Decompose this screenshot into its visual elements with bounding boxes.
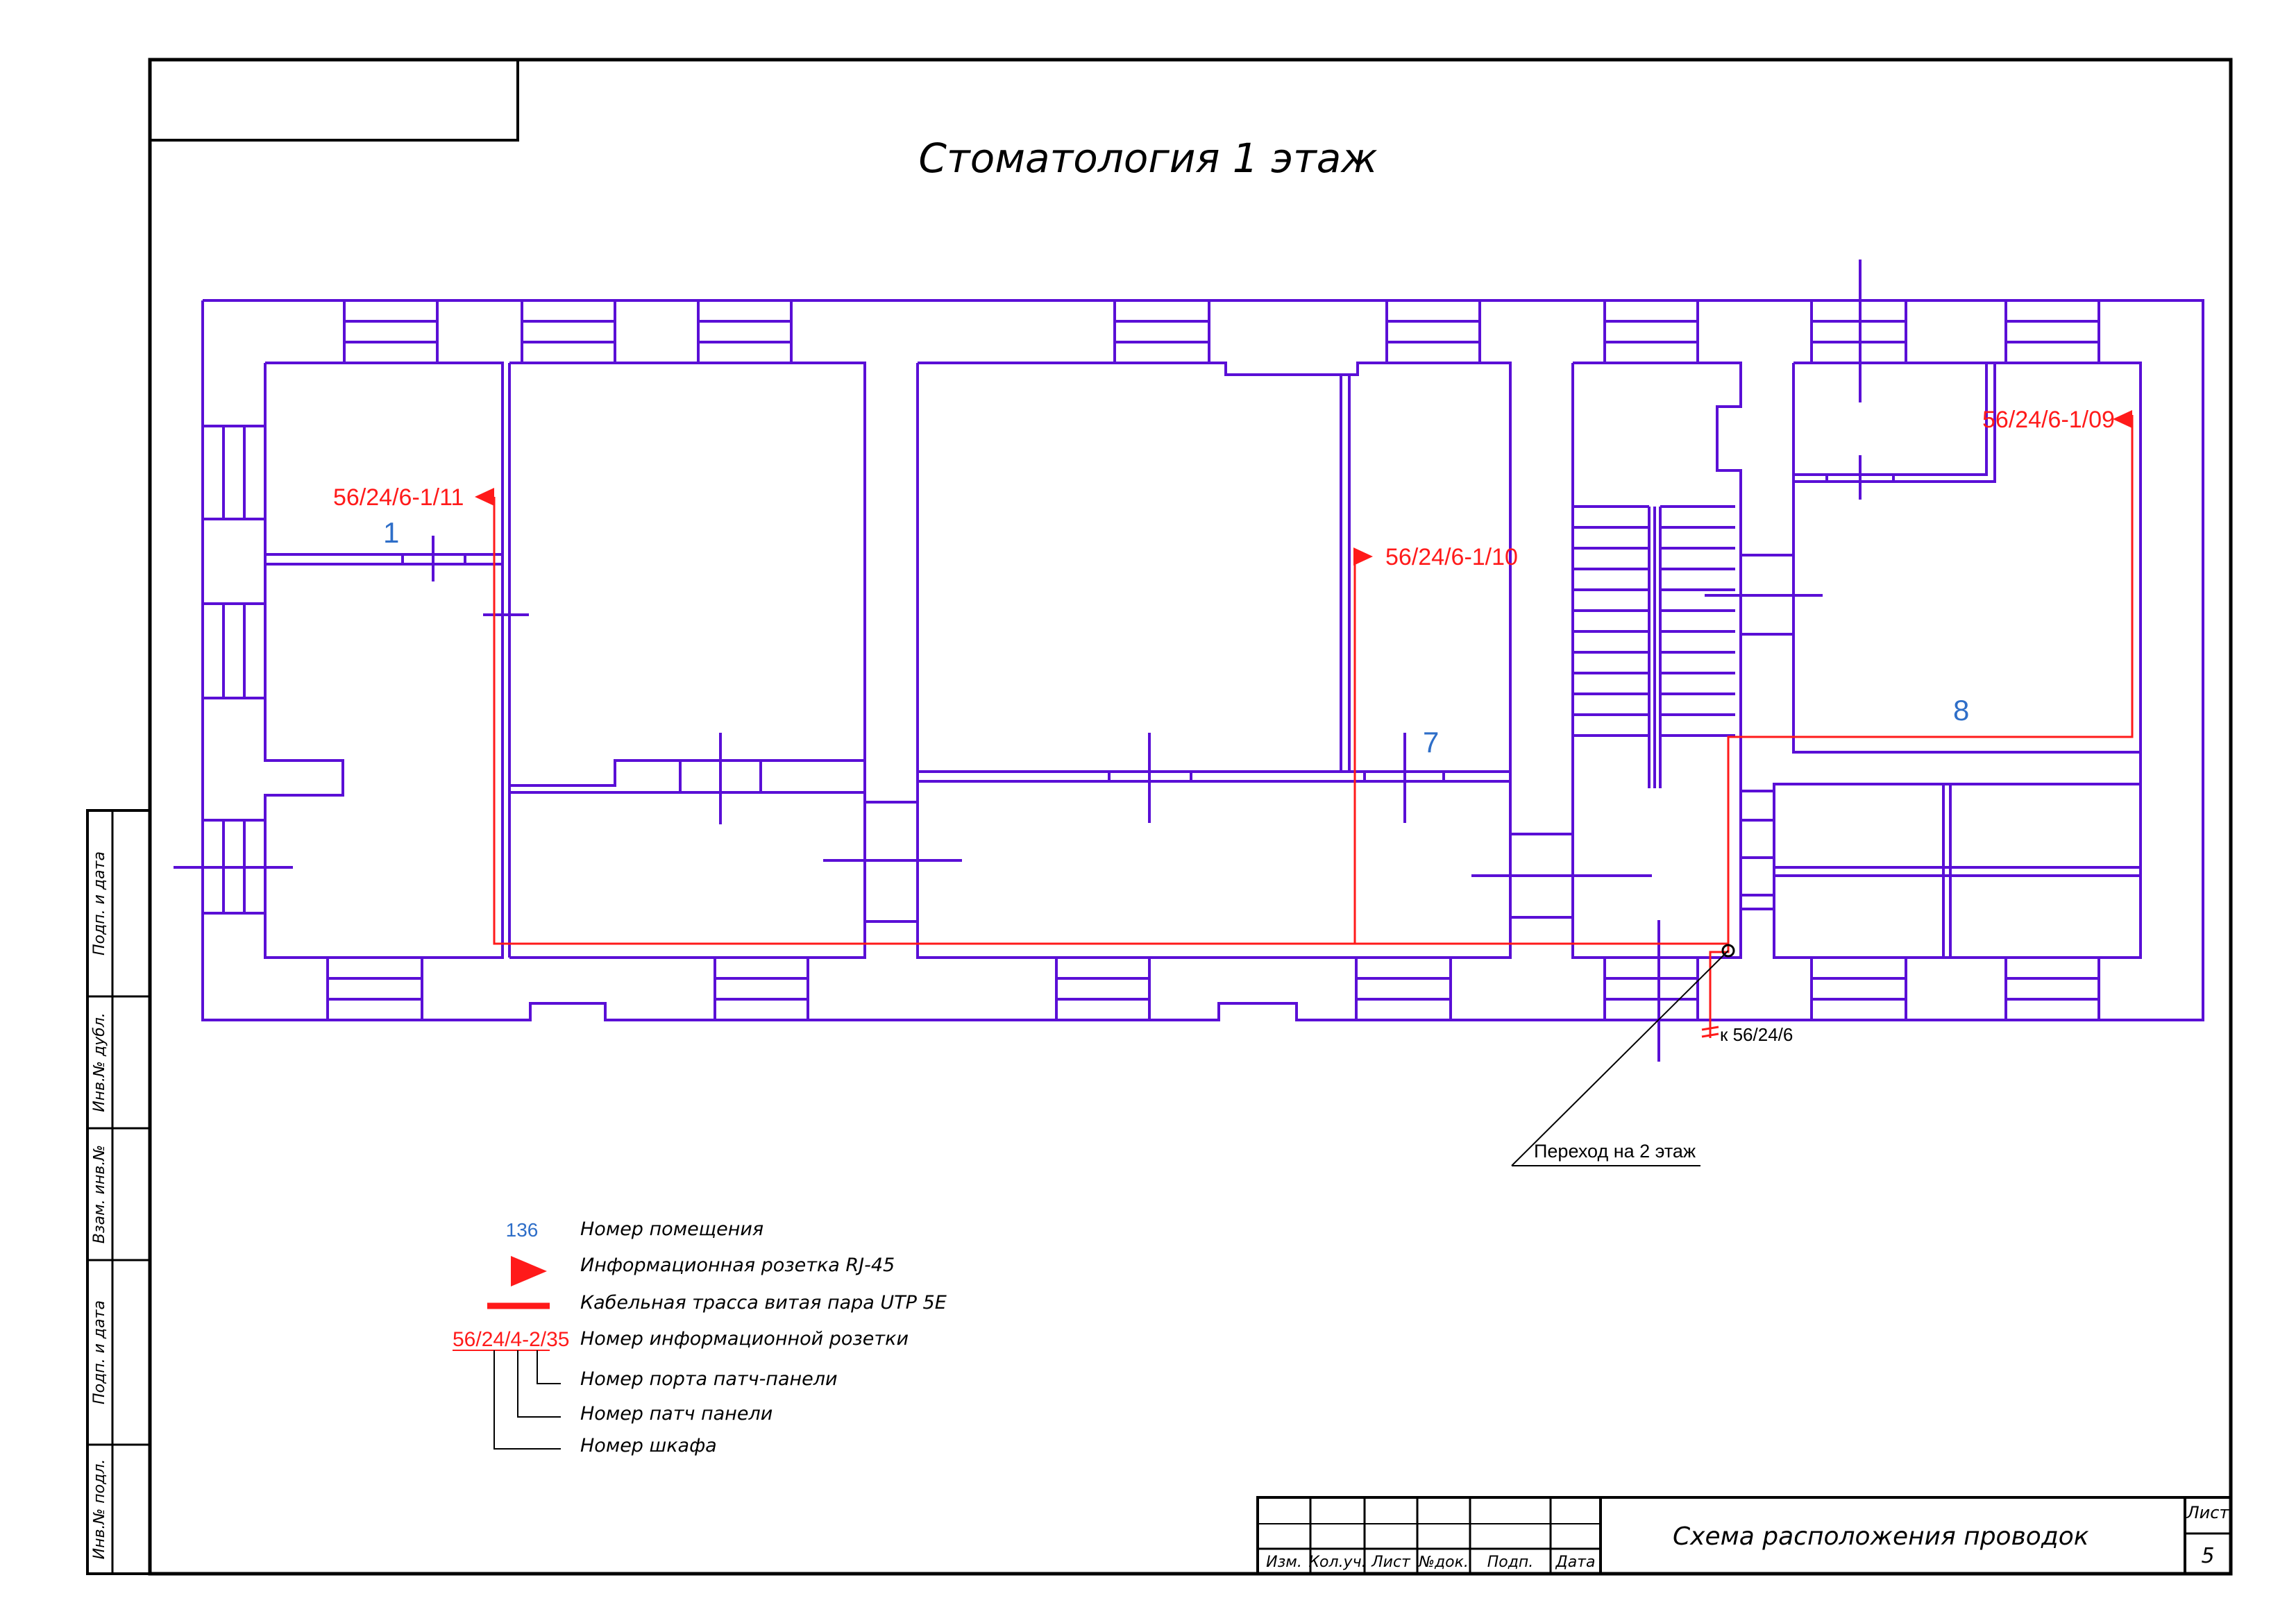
outlet-triangle — [2113, 410, 2132, 428]
outlet-triangle — [1353, 547, 1373, 566]
title-block-col: Кол.уч. — [1308, 1554, 1366, 1571]
side-stamp-label: Инв.№ подл. — [91, 1459, 108, 1560]
legend-text: Кабельная трасса витая пара UTP 5E — [580, 1292, 947, 1314]
window-set — [174, 300, 2100, 1020]
side-stamp-label: Взам. инв.№ — [91, 1145, 108, 1243]
legend-room-example: 136 — [506, 1219, 539, 1241]
sheet-label: Лист — [2186, 1503, 2230, 1522]
wall — [509, 362, 866, 959]
legend: 136 Номер помещения Информационная розет… — [453, 1218, 947, 1456]
legend-text: Номер информационной розетки — [580, 1328, 909, 1350]
stair-flight — [1573, 505, 1735, 788]
wall — [264, 362, 504, 959]
legend-outlet-icon — [511, 1256, 547, 1286]
drawing-name: Схема расположения проводок — [1673, 1522, 2089, 1551]
legend-leader — [493, 1350, 561, 1450]
wall — [1773, 362, 2142, 959]
outlet-label: 56/24/6-1/11 — [333, 484, 464, 511]
room-number: 8 — [1953, 694, 1969, 726]
riser-marker — [1721, 944, 1735, 958]
legend-leader — [537, 1350, 561, 1384]
cable-tick — [1701, 1033, 1719, 1038]
title-block-col: Подп. — [1487, 1554, 1534, 1571]
transition-label: Переход на 2 этаж — [1534, 1141, 1696, 1162]
drawing-title: Стоматология 1 этаж — [918, 135, 1377, 182]
outlet-triangle — [475, 488, 494, 506]
side-stamp-label: Инв.№ дубл. — [91, 1012, 108, 1112]
title-block-col: Изм. — [1266, 1554, 1302, 1571]
legend-text: Номер порта патч-панели — [580, 1368, 838, 1390]
room-number: 7 — [1423, 726, 1439, 758]
title-block-col: Лист — [1371, 1554, 1411, 1571]
cable-tick — [1701, 1026, 1719, 1031]
cable-route — [493, 415, 2134, 945]
outer-wall — [201, 299, 2204, 1021]
legend-code-example: 56/24/4-2/35 — [453, 1328, 569, 1351]
wall — [1571, 362, 1742, 959]
side-stamp: Подп. и дата Инв.№ дубл. Взам. инв.№ Под… — [91, 851, 108, 1559]
drawing-frame — [86, 58, 2233, 1576]
legend-text: Информационная розетка RJ-45 — [580, 1255, 895, 1276]
legend-text: Номер шкафа — [580, 1435, 717, 1456]
cable-routes — [493, 415, 2134, 1038]
side-stamp-label: Подп. и дата — [91, 851, 108, 955]
side-stamp-label: Подп. и дата — [91, 1300, 108, 1404]
leader-line — [1511, 950, 1729, 1166]
sheet-number: 5 — [2201, 1544, 2214, 1568]
floor-plan — [201, 260, 2204, 1062]
riser-cabinet-label: к 56/24/6 — [1720, 1024, 1793, 1045]
outlet-label: 56/24/6-1/10 — [1385, 544, 1518, 570]
outlet-label: 56/24/6-1/09 — [1982, 407, 2115, 433]
legend-text: Номер помещения — [580, 1218, 763, 1240]
title-block-col: Дата — [1555, 1554, 1596, 1571]
cable-route — [1709, 944, 1730, 1038]
wall — [916, 362, 1512, 959]
title-block: Изм. Кол.уч. Лист №док. Подп. Дата Схема… — [1266, 1503, 2229, 1571]
legend-text: Номер патч панели — [580, 1403, 773, 1425]
room-number: 1 — [383, 516, 399, 549]
legend-leader — [517, 1350, 561, 1418]
title-block-col: №док. — [1418, 1554, 1469, 1571]
